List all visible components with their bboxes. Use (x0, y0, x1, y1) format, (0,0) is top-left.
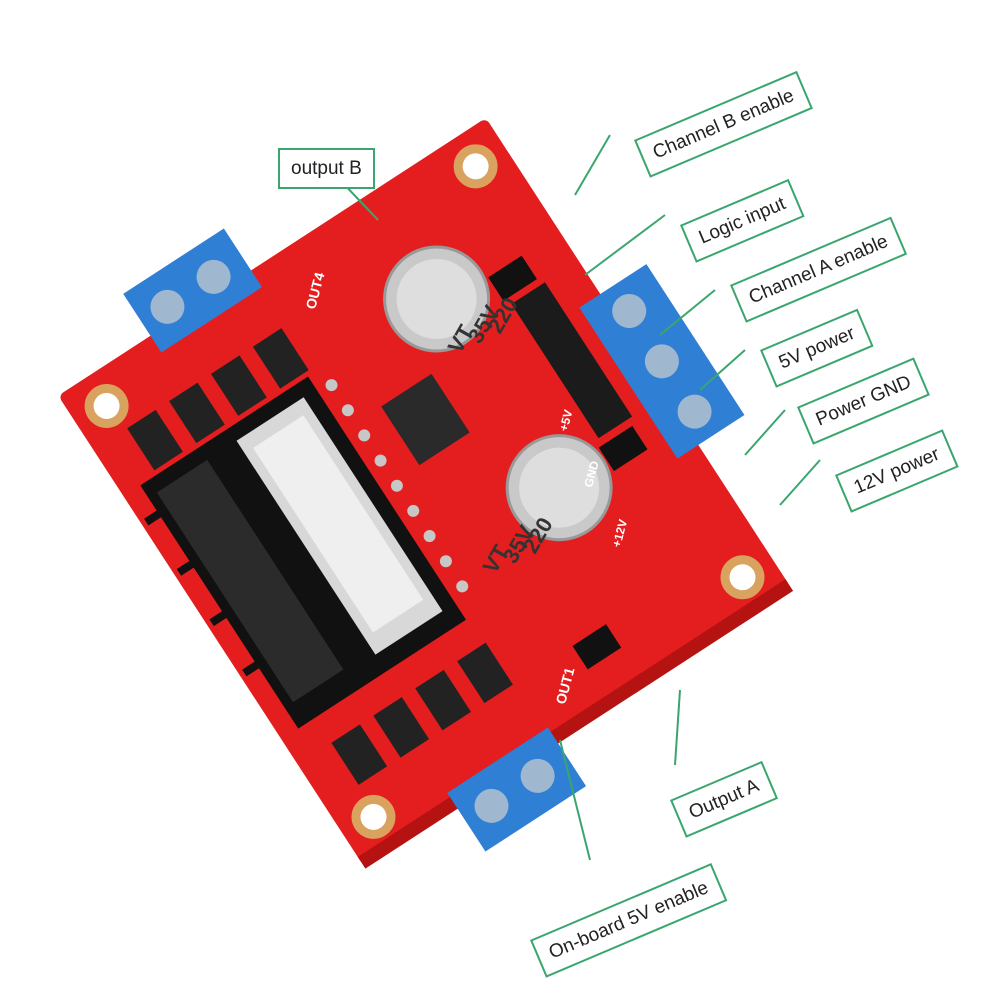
diode-row-bottom (331, 642, 513, 785)
leader-onboard-5v-enable (559, 739, 591, 861)
callout-output-b: output B (278, 148, 375, 189)
leader-output-a (674, 689, 681, 766)
terminal-output-a (447, 727, 587, 852)
mounting-hole (84, 383, 129, 428)
capacitor-2 (505, 434, 613, 542)
terminal-output-b (123, 228, 262, 353)
capacitor-1 (383, 245, 491, 353)
leader-power-gnd (744, 409, 786, 456)
leader-12v-power (779, 459, 821, 506)
leader-channel-b-enable (574, 134, 611, 196)
diode-row-top (127, 328, 309, 471)
terminal-power (579, 264, 745, 459)
mounting-hole (351, 794, 396, 839)
pin-5v-print: +5V (556, 408, 575, 433)
mounting-hole (720, 555, 765, 600)
mounting-hole (453, 144, 498, 189)
driver-ic-pins (325, 379, 469, 593)
leader-logic-input (584, 214, 666, 276)
motor-driver-board (60, 120, 794, 869)
heatsink (140, 376, 467, 729)
jumper-channel-b (488, 255, 537, 301)
leader-5v-power (699, 349, 746, 391)
jumper-channel-a (598, 425, 648, 472)
jumper-5v-enable (572, 624, 622, 670)
pin-gnd-print: GND (581, 459, 602, 489)
logic-header (511, 282, 633, 439)
leader-lines (339, 134, 821, 861)
voltage-regulator (381, 373, 470, 466)
leader-channel-a-enable (659, 289, 716, 336)
